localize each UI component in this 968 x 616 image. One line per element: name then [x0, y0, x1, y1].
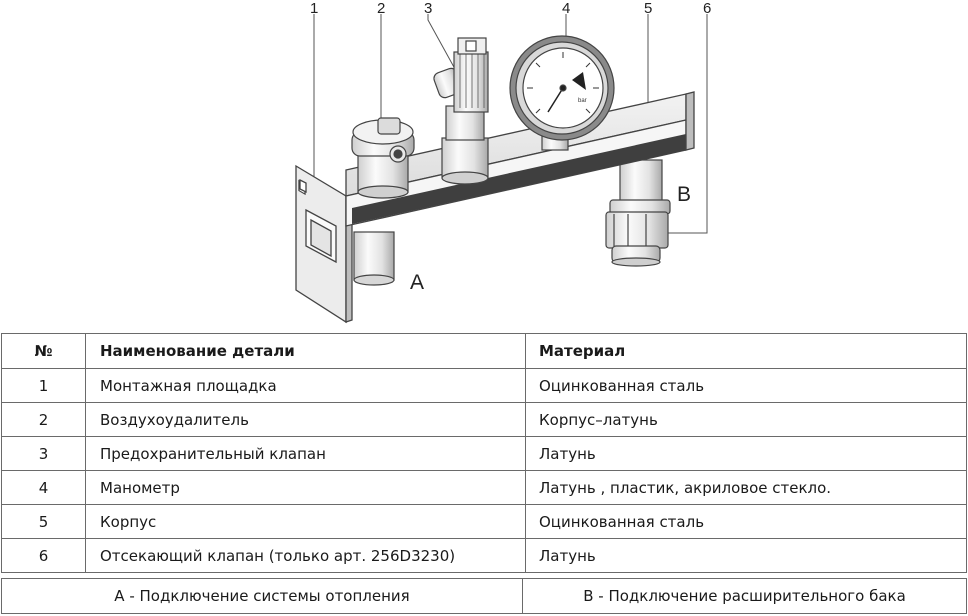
connections-legend: А - Подключение системы отопления В - По…	[1, 578, 967, 614]
table-row: 4 Манометр Латунь , пластик, акриловое с…	[1, 470, 967, 505]
header-part-name: Наименование детали	[85, 333, 526, 369]
row-number: 5	[1, 504, 86, 539]
header-material: Материал	[525, 333, 967, 369]
row-number: 3	[1, 436, 86, 471]
row-number: 2	[1, 402, 86, 437]
gauge-unit-label: bar	[578, 98, 587, 104]
row-material: Латунь	[525, 436, 967, 471]
legend-row: А - Подключение системы отопления В - По…	[1, 578, 967, 614]
table-row: 1 Монтажная площадка Оцинкованная сталь	[1, 368, 967, 403]
row-part-name: Предохранительный клапан	[85, 436, 526, 471]
callout-2: 2	[377, 0, 385, 17]
legend-port-b: В - Подключение расширительного бака	[522, 578, 967, 614]
table-row: 3 Предохранительный клапан Латунь	[1, 436, 967, 471]
air-vent	[351, 117, 415, 199]
legend-port-a: А - Подключение системы отопления	[1, 578, 523, 614]
row-material: Латунь	[525, 538, 967, 573]
row-material: Оцинкованная сталь	[525, 368, 967, 403]
row-part-name: Монтажная площадка	[85, 368, 526, 403]
row-part-name: Отсекающий клапан (только арт. 256D3230)	[85, 538, 526, 573]
leader-lines	[313, 14, 708, 234]
row-part-name: Воздухоудалитель	[85, 402, 526, 437]
table-header-row: № Наименование детали Материал	[1, 333, 967, 369]
safety-valve	[433, 37, 489, 185]
port-a-label: A	[410, 271, 424, 294]
callout-4: 4	[562, 0, 570, 17]
row-number: 1	[1, 368, 86, 403]
header-number: №	[1, 333, 86, 369]
parts-table: № Наименование детали Материал 1 Монтажн…	[1, 333, 967, 573]
row-material: Корпус–латунь	[525, 402, 967, 437]
callout-5: 5	[644, 0, 652, 17]
table-row: 2 Воздухоудалитель Корпус–латунь	[1, 402, 967, 437]
row-part-name: Манометр	[85, 470, 526, 505]
callout-6: 6	[703, 0, 711, 17]
row-number: 6	[1, 538, 86, 573]
port-b-label: B	[677, 183, 691, 206]
callout-1: 1	[310, 0, 318, 17]
port-a-pipe	[353, 231, 395, 286]
callout-3: 3	[424, 0, 432, 17]
table-row: 6 Отсекающий клапан (только арт. 256D323…	[1, 538, 967, 573]
row-part-name: Корпус	[85, 504, 526, 539]
pressure-gauge	[509, 35, 615, 151]
table-row: 5 Корпус Оцинкованная сталь	[1, 504, 967, 539]
shutoff-valve	[605, 159, 671, 267]
row-number: 4	[1, 470, 86, 505]
row-material: Оцинкованная сталь	[525, 504, 967, 539]
assembly-illustration: 1 2 3 4 5 6	[295, 0, 711, 324]
mounting-plate	[295, 164, 353, 324]
row-material: Латунь , пластик, акриловое стекло.	[525, 470, 967, 505]
